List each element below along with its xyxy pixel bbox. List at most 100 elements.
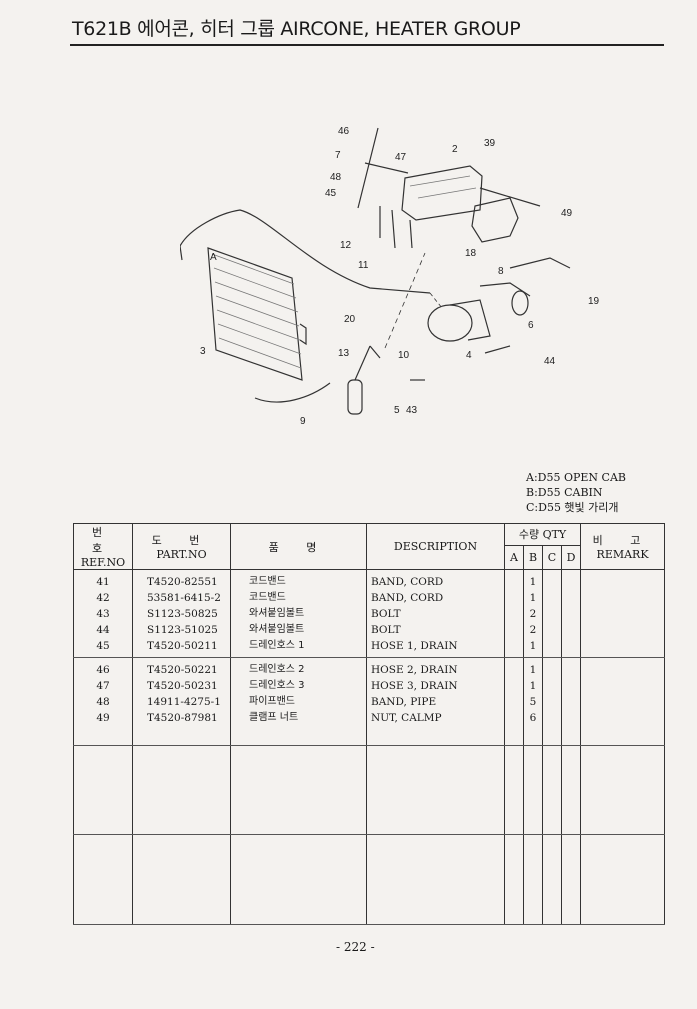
header-remark: 비 고 REMARK (580, 523, 666, 570)
part-no: T4520-50231 (147, 680, 218, 692)
part-description: BAND, PIPE (371, 696, 437, 708)
ref-no: 48 (96, 696, 110, 708)
callout-A: A (210, 252, 217, 263)
header-remark-ko: 비 고 (592, 534, 653, 547)
ref-cell: 46 47 48 49 (73, 657, 133, 746)
callout-39: 39 (484, 138, 496, 149)
callout-48: 48 (330, 172, 342, 183)
qty-b-cell: 1 1 2 2 1 (523, 569, 543, 658)
ref-no: 49 (96, 712, 110, 724)
ref-no: 44 (96, 624, 110, 636)
callout-20: 20 (344, 314, 356, 325)
qty-d-cell (560, 569, 582, 658)
ref-no: 42 (96, 592, 110, 604)
part-description: BAND, CORD (371, 592, 444, 604)
callout-6: 6 (528, 320, 534, 331)
callout-9: 9 (300, 416, 306, 427)
ref-cell: 41 42 43 44 45 (73, 569, 133, 658)
header-qty-d: D (560, 545, 582, 571)
qty-value: 6 (529, 712, 537, 724)
part-name-ko: 파이프밴드 (249, 696, 295, 707)
part-description: HOSE 3, DRAIN (371, 680, 458, 692)
callout-3: 3 (200, 346, 206, 357)
callout-18: 18 (465, 248, 477, 259)
qty-a-cell (504, 569, 524, 658)
ref-no: 45 (96, 640, 110, 652)
callout-2: 2 (452, 144, 458, 155)
header-part-en: PART.NO (156, 548, 207, 561)
page-title: T621B 에어콘, 히터 그룹 AIRCONE, HEATER GROUP (72, 18, 521, 40)
callout-4: 4 (466, 350, 472, 361)
ref-no: 47 (96, 680, 110, 692)
page-number: - 222 - (336, 940, 375, 954)
part-name-ko: 드레인호스 3 (249, 680, 305, 691)
header-qty-a: A (504, 545, 524, 571)
legend-line-b: B:D55 CABIN (526, 486, 603, 499)
parts-table: 번 호 REF.NO 도 번 PART.NO 품 명 DESCRIPTION 수… (73, 523, 666, 925)
ref-no: 41 (96, 576, 110, 588)
header-qty-c: C (542, 545, 562, 571)
header-description: DESCRIPTION (366, 523, 505, 570)
callout-8: 8 (498, 266, 504, 277)
part-description: BAND, CORD (371, 576, 444, 588)
header-ref-en: REF.NO (80, 556, 126, 569)
header-ref-ko: 번 호 (91, 526, 115, 555)
part-no: 14911-4275-1 (147, 696, 221, 708)
qty-value: 1 (529, 640, 537, 652)
callout-19: 19 (588, 296, 600, 307)
part-description: BOLT (371, 624, 401, 636)
callout-47: 47 (395, 152, 407, 163)
part-no: T4520-82551 (147, 576, 218, 588)
callout-5: 5 (394, 405, 400, 416)
table-row-empty (73, 745, 666, 835)
part-cell: T4520-82551 53581-6415-2 S1123-50825 S11… (132, 569, 231, 658)
part-name-ko: 클램프 너트 (249, 712, 299, 723)
table-row-group-1: 41 42 43 44 45 T4520-82551 53581-6415-2 … (73, 569, 666, 658)
part-no: S1123-51025 (147, 624, 218, 636)
condenser (207, 247, 303, 381)
legend-line-a: A:D55 OPEN CAB (526, 471, 626, 484)
part-no: T4520-50221 (147, 664, 218, 676)
header-part: 도 번 PART.NO (132, 523, 231, 570)
qty-value: 1 (529, 576, 537, 588)
part-description: HOSE 1, DRAIN (371, 640, 458, 652)
ref-no: 46 (96, 664, 110, 676)
callout-10: 10 (398, 350, 410, 361)
part-name-ko: 와셔붙임볼트 (249, 624, 305, 635)
part-name-ko: 와셔붙임볼트 (249, 608, 305, 619)
part-name-ko: 드레인호스 2 (249, 664, 305, 675)
callout-44: 44 (544, 356, 556, 367)
qty-value: 1 (529, 680, 537, 692)
part-no: T4520-87981 (147, 712, 218, 724)
name-ko-cell: 드레인호스 2 드레인호스 3 파이프밴드 클램프 너트 (230, 657, 367, 746)
callout-43: 43 (406, 405, 418, 416)
part-description: HOSE 2, DRAIN (371, 664, 458, 676)
qty-value: 1 (529, 592, 537, 604)
part-name-ko: 코드밴드 (249, 592, 286, 603)
qty-c-cell (542, 657, 562, 746)
hose-9 (254, 382, 331, 403)
callout-11: 11 (358, 260, 369, 271)
title-rule (70, 44, 664, 46)
callout-12: 12 (340, 240, 352, 251)
header-qty: 수량 QTY (503, 523, 582, 546)
qty-c-cell (542, 569, 562, 658)
qty-value: 1 (529, 664, 537, 676)
name-ko-cell: 코드밴드 코드밴드 와셔붙임볼트 와셔붙임볼트 드레인호스 1 (230, 569, 367, 658)
heater-unit (401, 165, 483, 221)
qty-value: 5 (529, 696, 537, 708)
header-ref: 번 호 REF.NO (73, 523, 133, 570)
callout-7: 7 (335, 150, 341, 161)
part-description: NUT, CALMP (371, 712, 442, 724)
hose-top (180, 209, 431, 294)
callout-46: 46 (338, 126, 350, 137)
qty-value: 2 (529, 608, 537, 620)
part-description: BOLT (371, 608, 401, 620)
part-cell: T4520-50221 T4520-50231 14911-4275-1 T45… (132, 657, 231, 746)
qty-value: 2 (529, 624, 537, 636)
callout-49: 49 (561, 208, 573, 219)
desc-cell: HOSE 2, DRAIN HOSE 3, DRAIN BAND, PIPE N… (366, 657, 505, 746)
header-name-ko: 품 명 (230, 523, 367, 570)
qty-b-cell: 1 1 5 6 (523, 657, 543, 746)
ref-no: 43 (96, 608, 110, 620)
